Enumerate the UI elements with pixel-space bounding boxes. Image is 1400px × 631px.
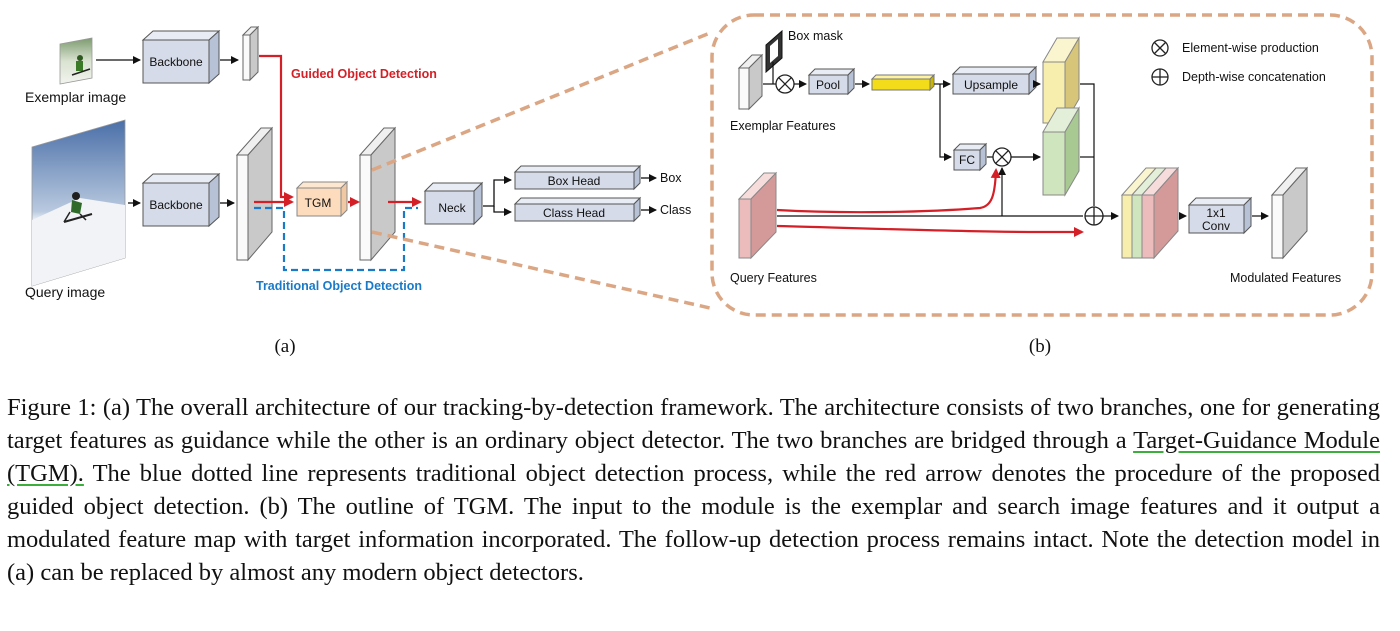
fc-label: FC	[959, 153, 975, 167]
box-mask-label: Box mask	[788, 29, 844, 43]
exemplar-features-label: Exemplar Features	[730, 119, 836, 133]
class-head-block	[513, 196, 642, 223]
class-head-label: Class Head	[543, 206, 605, 220]
box-head-block	[513, 164, 642, 191]
legend-concat-icon	[1151, 68, 1169, 86]
guided-object-detection-label: Guided Object Detection	[291, 67, 437, 81]
figure-caption: Figure 1: (a) The overall architecture o…	[7, 391, 1380, 589]
traditional-path	[254, 206, 418, 272]
architecture-figure: Exemplar image Query image Backbone Back…	[25, 13, 1374, 357]
panel-a-sublabel: (a)	[274, 336, 295, 357]
zoom-line-bottom	[371, 230, 711, 310]
arrow-neck-to-box-head	[483, 176, 512, 207]
tgm-detail-frame	[710, 13, 1374, 317]
concatenated-feature-stack	[1120, 166, 1180, 260]
upsample-label: Upsample	[964, 78, 1018, 92]
caption-text-part2: The blue dotted line represents traditio…	[7, 460, 1380, 586]
conv-label-line2: Conv	[1202, 219, 1230, 233]
legend-concat-label: Depth-wise concatenation	[1182, 70, 1326, 84]
product-op-1	[775, 74, 795, 94]
backbone-label-query: Backbone	[149, 198, 203, 212]
traditional-object-detection-label: Traditional Object Detection	[256, 279, 422, 293]
modulated-features-block	[1270, 166, 1309, 260]
guided-feature-map	[1042, 106, 1080, 197]
query-image	[31, 119, 126, 287]
pooled-feature-vector	[870, 73, 936, 92]
exemplar-features-block	[737, 53, 764, 111]
arrow-neck-to-class-head	[493, 206, 512, 216]
guided-red-curve-to-product	[776, 168, 1001, 214]
legend-product-icon	[1151, 39, 1169, 57]
zoom-line-top	[371, 31, 711, 172]
concat-op	[1084, 206, 1104, 226]
pool-block	[807, 67, 856, 96]
query-features-block	[737, 171, 778, 260]
arrow-vector-to-fc	[939, 84, 952, 161]
pool-label: Pool	[816, 78, 840, 92]
tgm-block	[295, 180, 349, 218]
caption-tgm-highlight: Target-Guidance Module (TGM).	[7, 427, 1380, 487]
product-op-2	[992, 147, 1012, 167]
box-mask	[765, 29, 783, 74]
guided-red-curve-to-concat	[776, 224, 1084, 237]
upsampled-feature-map	[1042, 36, 1080, 125]
box-output-label: Box	[660, 171, 682, 185]
caption-text-part1: Figure 1: (a) The overall architecture o…	[7, 394, 1380, 454]
neck-block	[423, 181, 484, 226]
legend-product-label: Element-wise production	[1182, 41, 1319, 55]
box-head-label: Box Head	[548, 174, 601, 188]
class-output-label: Class	[660, 203, 691, 217]
exemplar-feature-map	[241, 25, 260, 82]
panel-b-sublabel: (b)	[1029, 336, 1051, 357]
backbone-label-exemplar: Backbone	[149, 55, 203, 69]
exemplar-image-label: Exemplar image	[25, 89, 126, 105]
conv-1x1-block	[1187, 196, 1253, 235]
neck-label: Neck	[438, 201, 466, 215]
backbone-block-exemplar	[141, 29, 221, 85]
upsample-to-concat-line	[1080, 83, 1095, 206]
conv-label-line1: 1x1	[1206, 206, 1226, 220]
fc-block	[952, 142, 988, 172]
query-features-label: Query Features	[730, 271, 817, 285]
query-image-label: Query image	[25, 284, 105, 300]
tgm-label: TGM	[305, 196, 332, 210]
exemplar-image	[59, 37, 93, 85]
modulated-feature-map-a	[358, 126, 397, 262]
query-feature-map	[235, 126, 274, 262]
backbone-block-query	[141, 172, 221, 228]
modulated-features-label: Modulated Features	[1230, 271, 1341, 285]
